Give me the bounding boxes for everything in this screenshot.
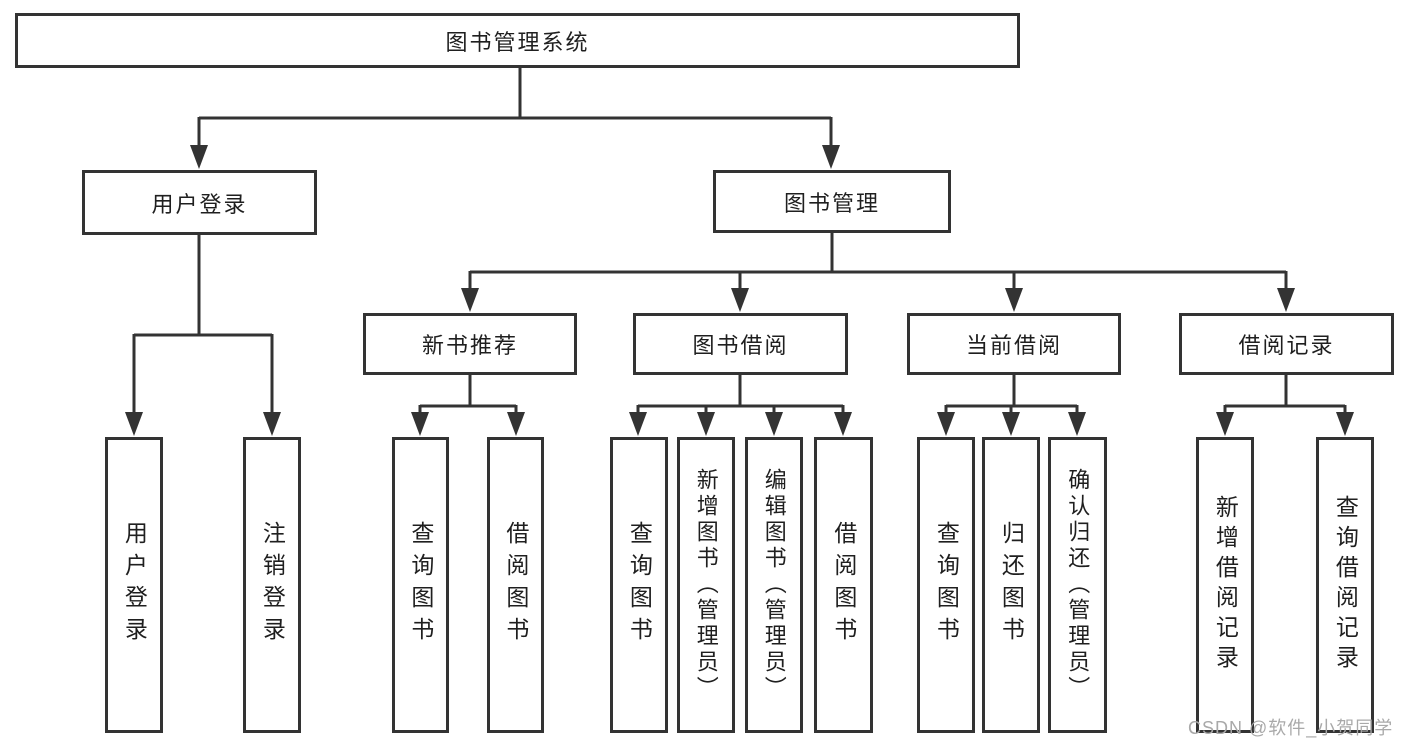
node-new-book-recommendation: 新书推荐	[363, 313, 577, 375]
node-label: 借阅记录	[1238, 333, 1335, 358]
node-label: 查询图书	[407, 521, 434, 649]
node-label: 当前借阅	[965, 333, 1062, 358]
leaf-records-query-record: 查询借阅记录	[1316, 437, 1374, 733]
node-label: 新书推荐	[421, 333, 518, 358]
leaf-user-login: 用户登录	[105, 437, 163, 733]
node-label: 图书借阅	[692, 333, 789, 358]
node-label: 图书管理	[783, 190, 880, 216]
leaf-logout: 注销登录	[243, 437, 301, 733]
node-label: 注销登录	[259, 521, 286, 649]
csdn-watermark: CSDN @软件_小贺同学	[1188, 718, 1394, 738]
node-label: 编辑图书（管理员）	[761, 468, 787, 702]
node-label: 图书管理系统	[445, 29, 590, 55]
leaf-current-return-books: 归还图书	[982, 437, 1040, 733]
leaf-borrowing-edit-books-admin: 编辑图书（管理员）	[745, 437, 803, 733]
leaf-records-add-record: 新增借阅记录	[1196, 437, 1254, 733]
node-label: 新增借阅记录	[1212, 495, 1239, 675]
leaf-borrowing-borrow-books: 借阅图书	[814, 437, 873, 733]
node-label: 归还图书	[998, 521, 1025, 649]
leaf-borrowing-query-books: 查询图书	[610, 437, 668, 733]
node-label: 用户登录	[151, 191, 248, 217]
node-label: 查询图书	[933, 521, 960, 649]
node-label: 新增图书（管理员）	[693, 468, 719, 702]
node-user-login: 用户登录	[82, 170, 317, 235]
node-label: 查询借阅记录	[1332, 495, 1359, 675]
node-label: 确认归还（管理员）	[1065, 468, 1091, 702]
arrowhead-icons	[125, 145, 1354, 436]
node-label: 借阅图书	[502, 521, 529, 649]
leaf-newbooks-query-books: 查询图书	[392, 437, 449, 733]
node-book-management: 图书管理	[713, 170, 951, 233]
leaf-current-confirm-return-admin: 确认归还（管理员）	[1048, 437, 1107, 733]
node-current-borrowing: 当前借阅	[907, 313, 1121, 375]
node-label: 查询图书	[626, 521, 653, 649]
leaf-borrowing-add-books-admin: 新增图书（管理员）	[677, 437, 735, 733]
node-borrowing-records: 借阅记录	[1179, 313, 1394, 375]
leaf-newbooks-borrow-books: 借阅图书	[487, 437, 544, 733]
node-book-borrowing: 图书借阅	[633, 313, 848, 375]
node-label: 借阅图书	[830, 521, 857, 649]
node-label: 用户登录	[121, 521, 148, 649]
node-library-management-system: 图书管理系统	[15, 13, 1020, 68]
leaf-current-query-books: 查询图书	[917, 437, 975, 733]
